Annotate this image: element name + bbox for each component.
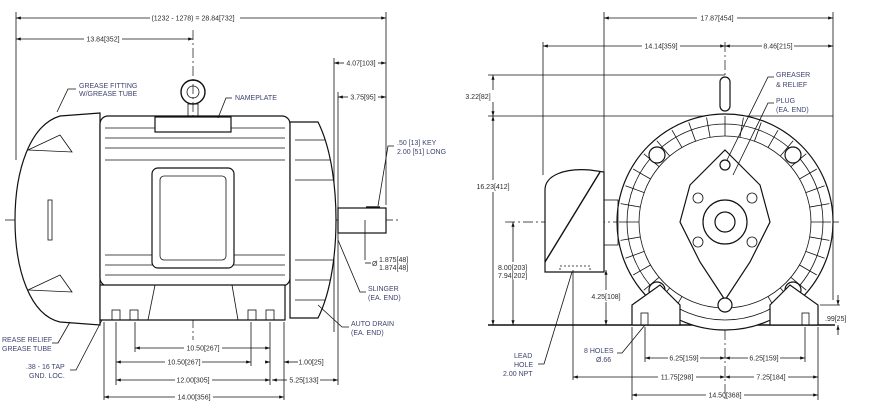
label-key-length: 2.00 [51] LONG: [397, 149, 446, 156]
label-grease-fitting: GREASE FITTING: [79, 83, 137, 90]
cooling-fin: [633, 264, 651, 276]
dim-base-left: 11.75[298]: [661, 375, 694, 382]
dim-lead-hole-height: 4.25[108]: [591, 294, 620, 301]
cooling-fin: [739, 117, 744, 138]
dim-shaft-extension-2: 3.75[95]: [350, 95, 375, 102]
dim-overall-length: (1232 - 1278) = 28.84[732]: [151, 16, 234, 23]
shaft-end: [714, 211, 736, 233]
dim-hole-right: 6.25[159]: [749, 356, 778, 363]
dim-to-conduit: 14.14[359]: [644, 44, 677, 51]
dim-foot-thickness: .99[25]: [825, 316, 846, 323]
label-auto-drain-each-end: (EA. END): [351, 330, 384, 337]
foot-right: [769, 284, 819, 326]
cooling-fin: [706, 117, 711, 138]
conduit-box: [151, 167, 235, 269]
label-plug: PLUG: [776, 98, 795, 105]
cooling-fin: [809, 203, 830, 208]
cooling-fin: [779, 140, 794, 157]
label-lead-npt: 2.00 NPT: [503, 371, 533, 378]
label-8-holes: 8 HOLES: [584, 348, 614, 355]
cooling-fin: [625, 185, 645, 193]
cooling-fin: [688, 122, 696, 142]
label-plug-each-end: (EA. END): [776, 107, 809, 114]
cooling-fin: [625, 251, 645, 259]
dim-foot-holes-span: 12.00[305]: [176, 378, 209, 385]
label-hole-diameter: Ø.66: [596, 357, 611, 364]
dim-overall-width: 17.87[454]: [700, 16, 733, 23]
dim-shaft-extension-1: 4.07[103]: [346, 61, 375, 68]
label-tap: .38 - 16 TAP: [26, 364, 65, 371]
label-lead: LEAD: [514, 353, 532, 360]
label-grease-relief: REASE RELIEF: [2, 337, 52, 344]
label-slinger: SLINGER: [368, 286, 399, 293]
cooling-fin: [799, 264, 817, 276]
label-ground-location: GND. LOC.: [29, 373, 65, 380]
foot-left: [631, 284, 681, 326]
diameter-symbol: Ø: [372, 261, 378, 268]
dim-eyebolt-height: 3.22[82]: [465, 94, 490, 101]
dim-shaft-diameter-min: 1.874[48]: [379, 265, 408, 272]
dim-foot-holes-1: 10.50[267]: [186, 346, 219, 353]
drive-end-bracket: [289, 121, 337, 319]
label-greaser-relief: & RELIEF: [776, 82, 807, 89]
dim-shaft-diameter-max: 1.875[48]: [379, 257, 408, 264]
cooling-fin: [620, 236, 641, 241]
motor-feet: [99, 284, 286, 321]
dim-base-right: 7.25[184]: [756, 375, 785, 382]
label-nameplate: NAMEPLATE: [235, 95, 277, 102]
side-view: (1232 - 1278) = 28.84[732] 13.84[352] 4.…: [2, 12, 446, 402]
cooling-fin: [809, 236, 830, 241]
cooling-fin: [620, 203, 641, 208]
cooling-fin: [767, 130, 779, 148]
shaft: [337, 207, 387, 234]
cooling-fin: [656, 140, 671, 157]
dim-center-to-side: 8.46[215]: [763, 44, 792, 51]
label-grease-fitting-tube: W/GREASE TUBE: [79, 91, 138, 98]
dim-to-eyebolt: 13.84[352]: [86, 37, 119, 44]
label-slinger-each-end: (EA. END): [368, 295, 401, 302]
dim-shaft-height-max: 8.00[203]: [498, 265, 527, 272]
cooling-fin: [633, 168, 651, 180]
label-greaser: GREASER: [776, 72, 810, 79]
cooling-fin: [754, 122, 762, 142]
cooling-fin: [805, 185, 825, 193]
label-lead-hole: HOLE: [514, 362, 533, 369]
dim-foot-edge: 1.00[25]: [298, 360, 323, 367]
dim-hole-left: 6.25[159]: [669, 356, 698, 363]
dim-shaft-height-min: 7.94[202]: [498, 273, 527, 280]
cooling-fin: [805, 251, 825, 259]
dim-overall-height: 16.23[412]: [476, 184, 509, 191]
label-grease-relief-tube: GREASE TUBE: [2, 346, 52, 353]
dim-base-length: 14.00[356]: [177, 395, 210, 402]
cooling-fin: [799, 168, 817, 180]
cooling-fin: [671, 130, 683, 148]
end-view: 17.87[454] 14.14[359] 8.46[215] 3.22[82]…: [465, 12, 846, 400]
nameplate: [154, 116, 232, 133]
conduit-box-end: [544, 169, 605, 273]
label-auto-drain: AUTO DRAIN: [351, 321, 394, 328]
fan-cover: [14, 112, 101, 326]
dim-foot-holes-2: 10.50[267]: [167, 360, 200, 367]
dim-base-width: 14.50[368]: [708, 393, 741, 400]
label-key: .50 [13] KEY: [397, 140, 437, 147]
dim-foot-to-shoulder: 5.25[133]: [289, 378, 318, 385]
